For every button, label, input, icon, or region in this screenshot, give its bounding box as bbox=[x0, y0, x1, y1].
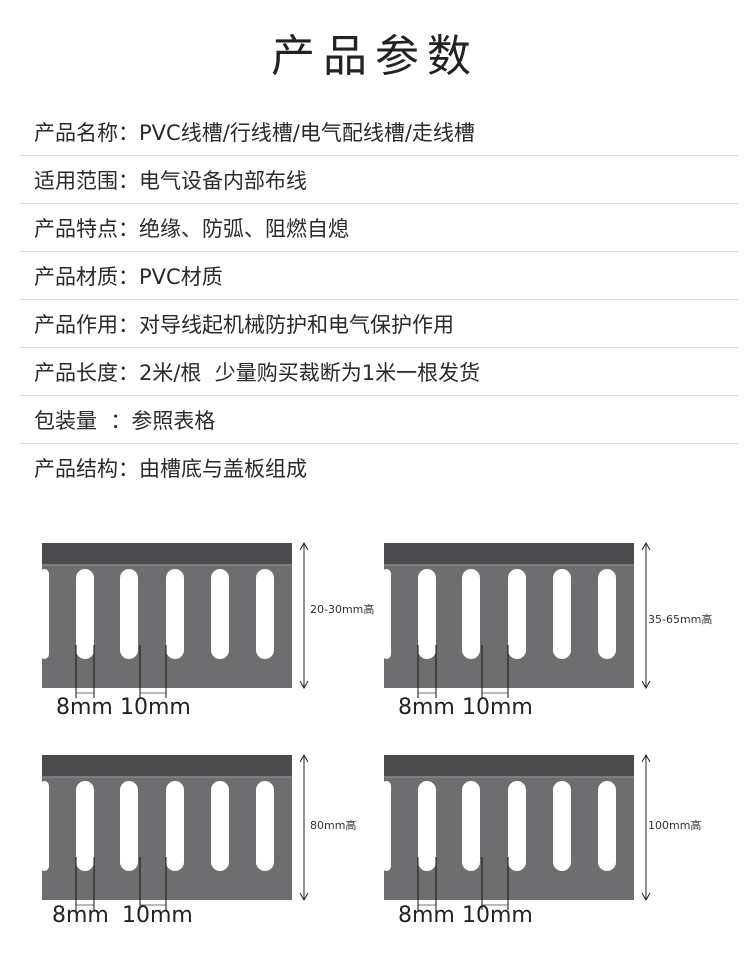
slot-width-label: 8mm bbox=[398, 695, 455, 720]
param-value: 由槽底与盖板组成 bbox=[139, 457, 307, 481]
vent-slot bbox=[462, 569, 480, 659]
gap-width-label: 10mm bbox=[122, 903, 193, 928]
height-label: 20-30mm高 bbox=[310, 603, 375, 616]
vent-slot bbox=[256, 569, 274, 659]
vent-slot bbox=[553, 569, 571, 659]
cover-band bbox=[42, 543, 292, 565]
param-row: 产品作用：对导线起机械防护和电气保护作用 bbox=[20, 300, 738, 348]
param-value: 对导线起机械防护和电气保护作用 bbox=[139, 312, 454, 337]
param-label: 产品名称： bbox=[34, 120, 139, 145]
vent-slot bbox=[418, 781, 436, 871]
trunking-diagram: 20-30mm高 8mm 10mm bbox=[40, 541, 374, 720]
param-label: 产品结构： bbox=[34, 457, 139, 481]
slot-width-label: 8mm bbox=[56, 695, 113, 720]
param-label: 产品特点： bbox=[34, 216, 139, 241]
vent-slot bbox=[120, 569, 138, 659]
arrow-down-icon bbox=[641, 892, 651, 902]
vent-slot bbox=[553, 781, 571, 871]
vent-slot bbox=[166, 569, 184, 659]
edge-notch bbox=[382, 569, 391, 659]
vent-slot bbox=[211, 569, 229, 659]
height-label: 80mm高 bbox=[310, 819, 357, 832]
arrow-up-icon bbox=[641, 541, 651, 551]
param-row: 产品长度：2米/根 少量购买裁断为1米一根发货 bbox=[20, 348, 738, 396]
arrow-up-icon bbox=[299, 541, 309, 551]
slot-width-label: 8mm bbox=[52, 903, 109, 928]
vent-slot bbox=[598, 781, 616, 871]
trunking-illustration bbox=[40, 541, 309, 698]
arrow-down-icon bbox=[641, 680, 651, 690]
param-row: 适用范围：电气设备内部布线 bbox=[20, 156, 738, 204]
vent-slot bbox=[462, 781, 480, 871]
param-label: 适用范围： bbox=[34, 168, 139, 193]
gap-width-label: 10mm bbox=[120, 695, 191, 720]
height-label: 35-65mm高 bbox=[648, 613, 713, 626]
param-row: 包装量 ：参照表格 bbox=[20, 396, 738, 444]
cover-band bbox=[384, 543, 634, 565]
vent-slot bbox=[256, 781, 274, 871]
param-value: 绝缘、防弧、阻燃自熄 bbox=[139, 216, 349, 241]
arrow-up-icon bbox=[299, 753, 309, 763]
param-label: 产品作用： bbox=[34, 312, 139, 337]
param-label: 包装量 ： bbox=[34, 408, 132, 433]
vent-slot bbox=[508, 569, 526, 659]
vent-slot bbox=[508, 781, 526, 871]
edge-notch bbox=[40, 781, 49, 871]
cover-band bbox=[384, 755, 634, 777]
param-value: 参照表格 bbox=[131, 408, 216, 433]
height-label: 100mm高 bbox=[648, 819, 702, 832]
param-label: 产品材质： bbox=[34, 264, 139, 289]
trunking-illustration bbox=[382, 753, 651, 910]
arrow-down-icon bbox=[299, 680, 309, 690]
trunking-illustration bbox=[382, 541, 651, 698]
params-table: 产品名称：PVC线槽/行线槽/电气配线槽/走线槽 适用范围：电气设备内部布线 产… bbox=[20, 108, 738, 492]
param-value: 2米/根 少量购买裁断为1米一根发货 bbox=[139, 360, 481, 385]
slot-width-label: 8mm bbox=[398, 903, 455, 928]
gap-width-label: 10mm bbox=[462, 695, 533, 720]
param-row: 产品名称：PVC线槽/行线槽/电气配线槽/走线槽 bbox=[20, 108, 738, 156]
vent-slot bbox=[598, 569, 616, 659]
param-row: 产品特点：绝缘、防弧、阻燃自熄 bbox=[20, 204, 738, 252]
page-title: 产品参数 bbox=[271, 31, 479, 82]
vent-slot bbox=[211, 781, 229, 871]
param-value: PVC线槽/行线槽/电气配线槽/走线槽 bbox=[139, 120, 475, 145]
vent-slot bbox=[418, 569, 436, 659]
vent-slot bbox=[76, 781, 94, 871]
vent-slot bbox=[120, 781, 138, 871]
trunking-illustration bbox=[40, 753, 309, 910]
edge-notch bbox=[382, 781, 391, 871]
arrow-up-icon bbox=[641, 753, 651, 763]
cover-band bbox=[42, 755, 292, 777]
param-row: 产品结构：由槽底与盖板组成 bbox=[20, 444, 738, 492]
trunking-diagram: 80mm高 8mm 10mm bbox=[40, 753, 360, 930]
param-row: 产品材质：PVC材质 bbox=[20, 252, 738, 300]
vent-slot bbox=[166, 781, 184, 871]
trunking-diagram: 100mm高 8mm 10mm bbox=[382, 753, 702, 930]
edge-notch bbox=[40, 569, 49, 659]
param-value: PVC材质 bbox=[139, 264, 223, 289]
param-value: 电气设备内部布线 bbox=[139, 168, 307, 193]
gap-width-label: 10mm bbox=[462, 903, 533, 928]
vent-slot bbox=[76, 569, 94, 659]
param-label: 产品长度： bbox=[34, 360, 139, 385]
trunking-diagram: 35-65mm高 8mm 10mm bbox=[382, 541, 712, 720]
arrow-down-icon bbox=[299, 892, 309, 902]
